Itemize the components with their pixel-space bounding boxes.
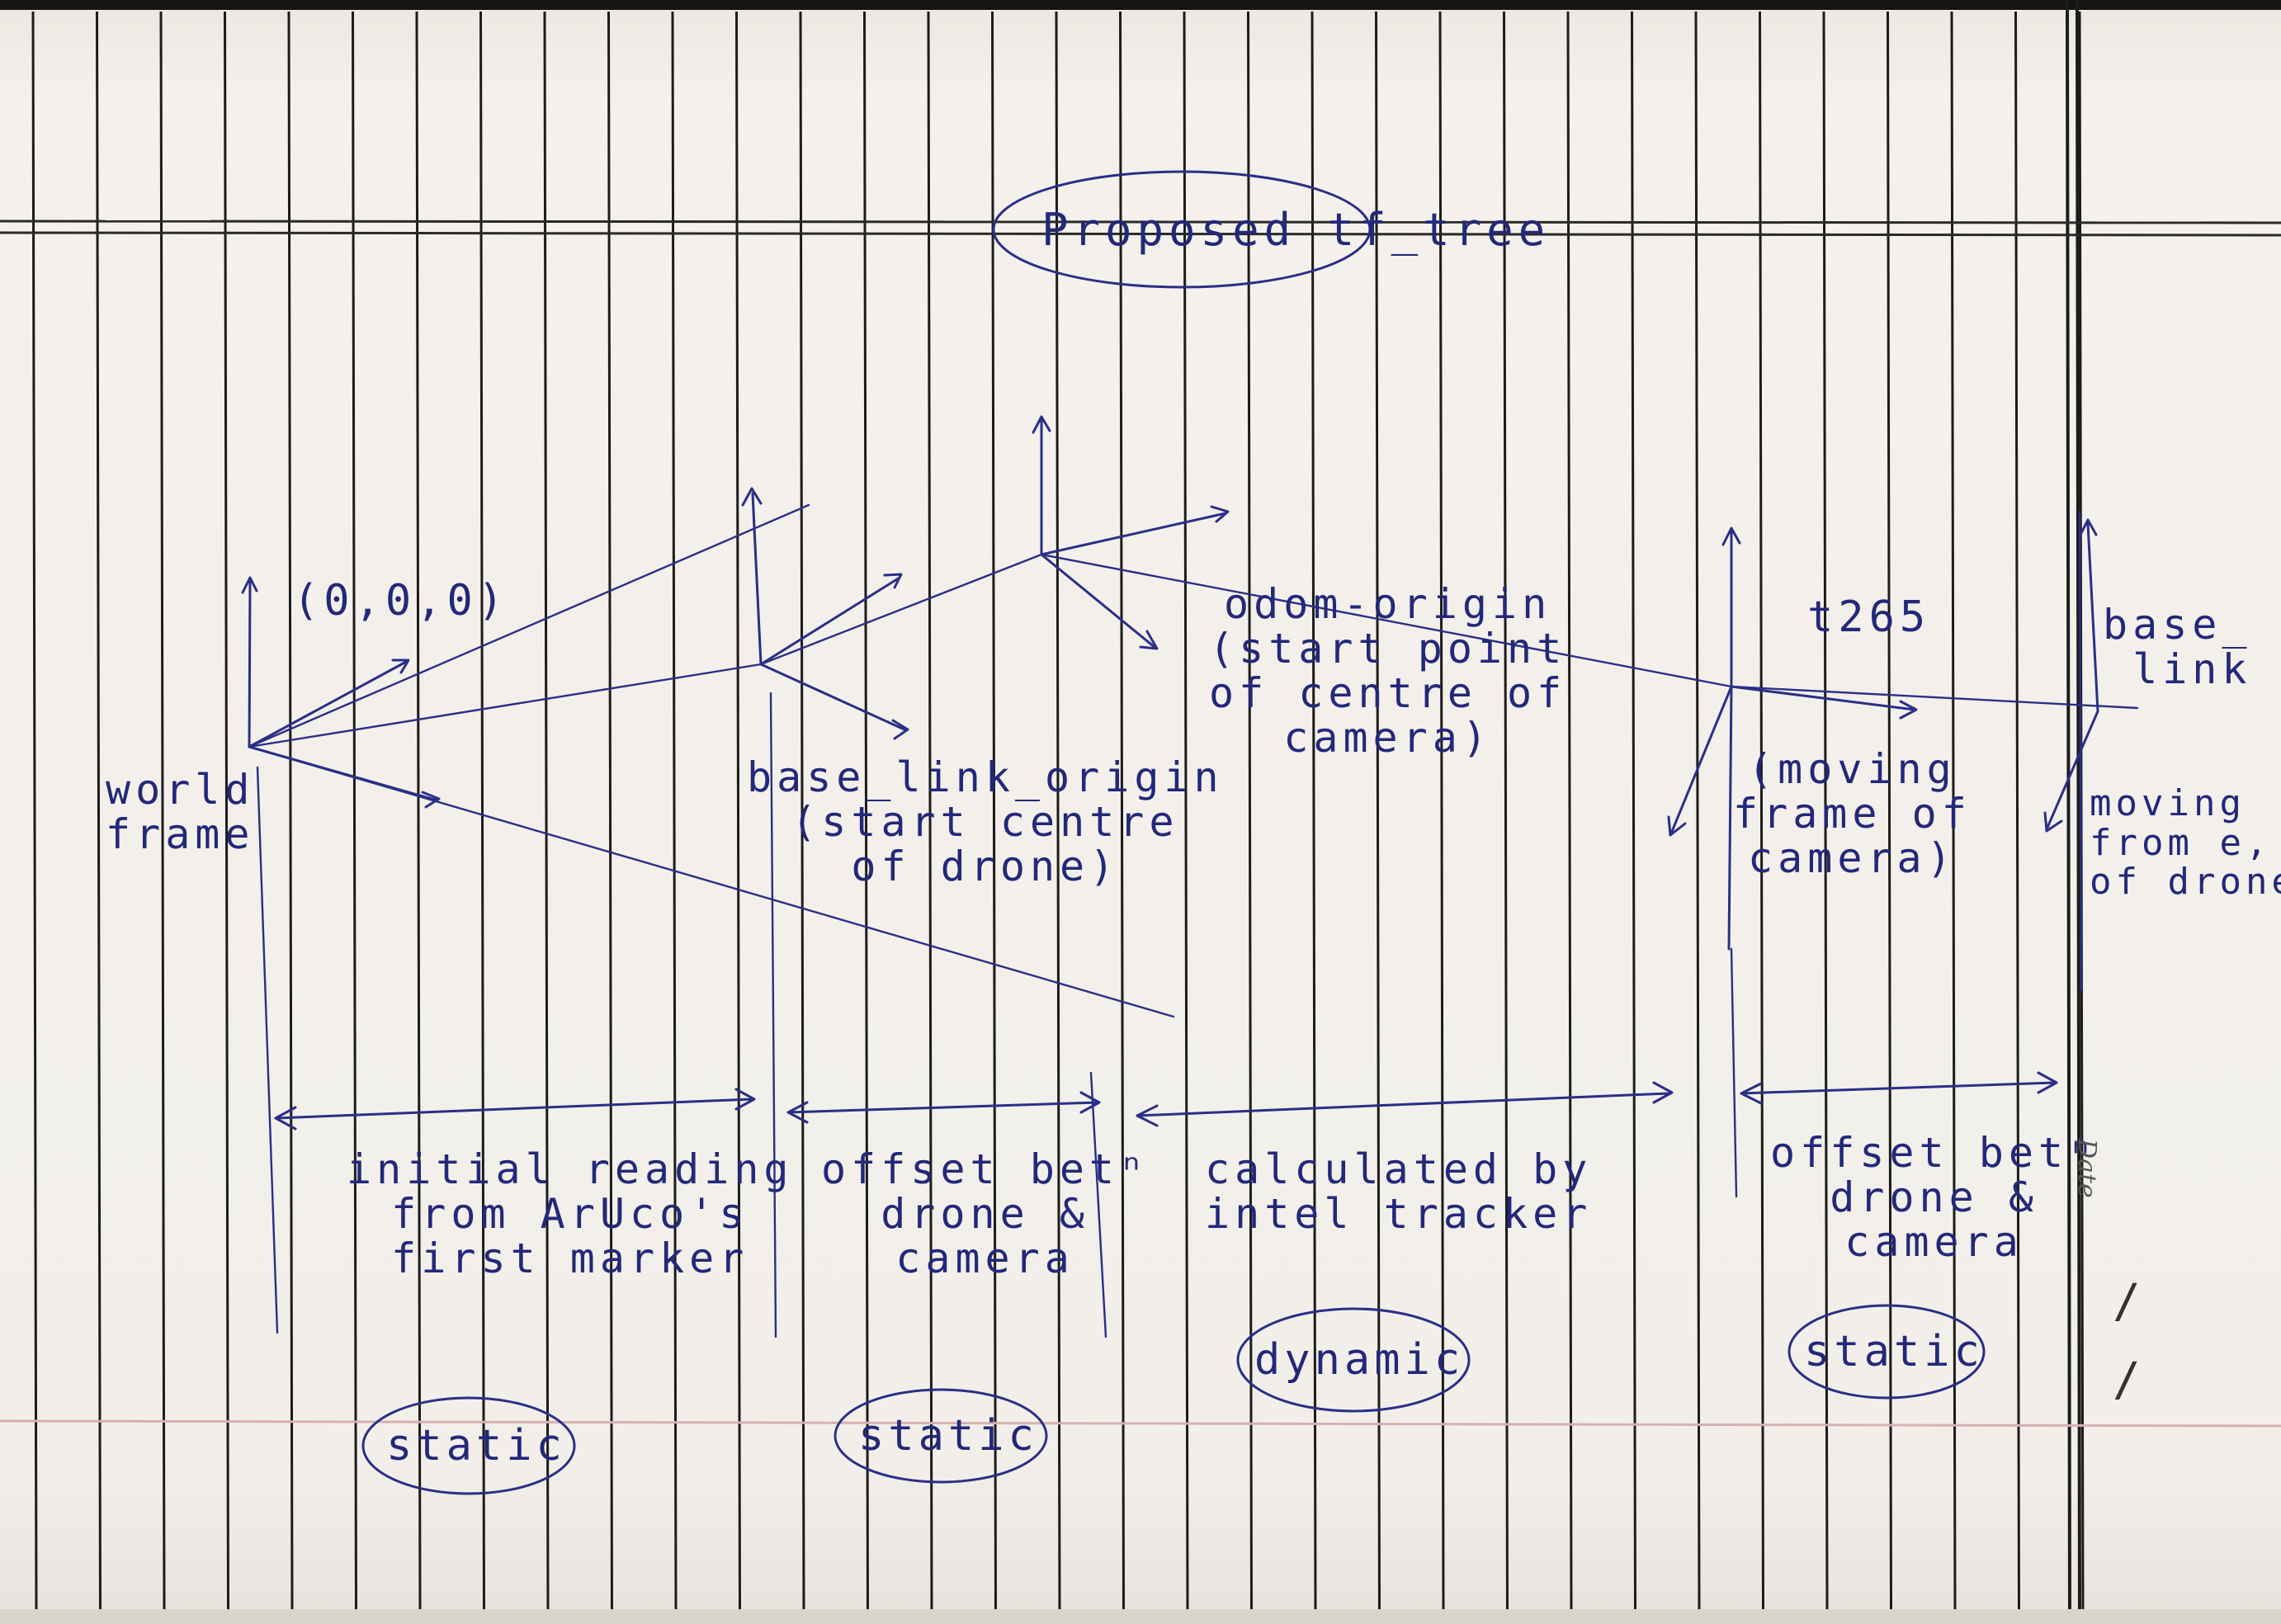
- rule-line: [1694, 11, 1701, 1614]
- transform-3-description: calculated by intel tracker: [1205, 1145, 1593, 1238]
- rule-line: [607, 11, 613, 1614]
- rule-line: [1119, 11, 1125, 1614]
- rule-line: [96, 11, 102, 1614]
- static-badge-outline-3: [1787, 1304, 1986, 1400]
- rule-line: [2014, 11, 2020, 1614]
- rule-line: [287, 11, 294, 1614]
- rule-line: [1631, 11, 1636, 1614]
- rule-line: [799, 11, 805, 1614]
- transform-2-type-badge: static: [858, 1411, 1038, 1461]
- rule-line: [31, 11, 38, 1614]
- badge-outlines: [361, 170, 1986, 1495]
- t265-name: t265: [1807, 592, 1931, 642]
- transform-4-description: offset betⁿ drone & camera: [1770, 1129, 2099, 1266]
- rule-line: [1887, 11, 1892, 1614]
- static-badge-outline-2: [834, 1388, 1048, 1484]
- world-frame-label: world frame: [106, 766, 255, 858]
- world-origin-coords: (0,0,0): [293, 576, 509, 626]
- odom-origin-axes-icon: [759, 415, 1733, 688]
- diagram-title: Proposed tf_tree: [1041, 204, 1551, 256]
- t265-axes-icon: [1667, 526, 2139, 951]
- rule-line: [1759, 11, 1764, 1614]
- rule-line: [1183, 11, 1189, 1614]
- rule-line: [159, 11, 166, 1614]
- rule-line: [352, 11, 357, 1614]
- rule-line: [927, 11, 933, 1614]
- date-slashes: / /: [2113, 1275, 2146, 1408]
- rule-line: [991, 11, 997, 1614]
- rule-line: [735, 11, 741, 1614]
- span-arrows: [274, 1071, 2058, 1131]
- rule-line: [224, 11, 229, 1614]
- rule-line: [1950, 11, 1957, 1614]
- rule-line: [1503, 11, 1509, 1614]
- rule-line: [1822, 11, 1829, 1614]
- rule-line: [1311, 11, 1317, 1614]
- title-ellipse: [992, 170, 1372, 289]
- base-link-name: base_ link: [2103, 601, 2252, 693]
- transform-2-description: offset betⁿ drone & camera: [821, 1145, 1150, 1282]
- rule-line: [1055, 11, 1061, 1614]
- rule-line: [671, 11, 678, 1614]
- rule-line: [543, 11, 550, 1614]
- rule-line: [1566, 11, 1573, 1614]
- transform-1-type-badge: static: [386, 1421, 566, 1471]
- base-link-origin-axes-icon: [741, 487, 909, 740]
- rule-line: [1247, 11, 1253, 1614]
- transform-1-description: initial reading from ArUco's first marke…: [347, 1145, 794, 1282]
- date-margin-label: Date: [2072, 1139, 2101, 1198]
- rule-line: [1438, 11, 1445, 1614]
- rule-line: [1375, 11, 1381, 1614]
- dynamic-badge-outline: [1236, 1307, 1471, 1413]
- rule-line: [479, 11, 485, 1614]
- static-badge-outline-1: [361, 1396, 576, 1495]
- base-link-origin-label: base_link_origin (start centre of drone): [747, 753, 1224, 890]
- rule-line: [415, 11, 422, 1614]
- transform-4-type-badge: static: [1804, 1327, 1984, 1376]
- frame-dividers: [256, 692, 1738, 1338]
- t265-label: (moving frame of camera): [1733, 745, 1972, 882]
- transform-3-type-badge: dynamic: [1254, 1335, 1465, 1385]
- base-link-label: moving from e, of drone,: [2090, 782, 2281, 904]
- base-link-axes-icon: [2043, 510, 2099, 992]
- world-frame-edges: [248, 503, 1175, 1018]
- odom-origin-label: odom-origin (start point of centre of ca…: [1209, 580, 1567, 762]
- rule-line: [863, 11, 869, 1614]
